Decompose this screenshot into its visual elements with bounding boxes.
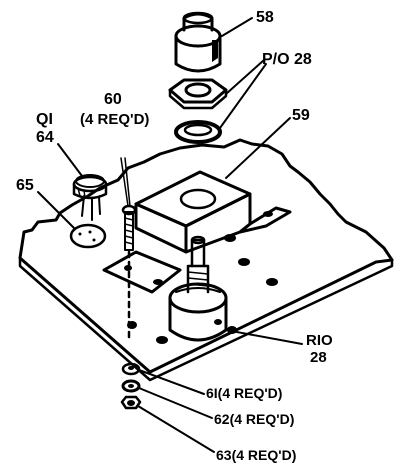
label-p028: P/O 28: [262, 51, 312, 68]
label-61: 6I(4 REQ'D): [206, 385, 282, 401]
label-q1: QI: [36, 111, 53, 128]
label-64: 64: [36, 129, 54, 146]
lock-washer-62: [121, 379, 141, 393]
potentiometer-r10: [168, 235, 228, 342]
leader-r10: [225, 329, 303, 345]
screw-60: [120, 157, 137, 342]
leader-p028-a: [225, 59, 265, 95]
label-28: 28: [310, 349, 327, 366]
label-60: 60: [104, 91, 122, 108]
insulator-pad-65: [69, 223, 107, 249]
leader-65: [37, 191, 75, 229]
board-edge: [18, 256, 394, 382]
label-60-req: (4 REQ'D): [80, 111, 149, 128]
cap-58: [174, 11, 222, 73]
label-r10: RIO: [306, 332, 333, 349]
leader-p028-b: [219, 63, 267, 129]
board-hole: [238, 258, 250, 266]
leader-63: [137, 405, 215, 453]
label-59: 59: [292, 107, 310, 124]
leader-61: [138, 369, 205, 395]
leader-58: [221, 17, 253, 37]
bracket-59: [102, 170, 292, 294]
label-63: 63(4 REQ'D): [216, 447, 296, 463]
washer-61: [121, 362, 141, 376]
board-hole: [156, 336, 168, 344]
transistor-q1: [72, 174, 108, 221]
leader-62: [138, 387, 213, 419]
nut-63: [120, 395, 142, 410]
board-hole: [266, 278, 278, 286]
label-58: 58: [256, 9, 274, 26]
circuit-board: [18, 138, 394, 374]
leader-59: [225, 117, 291, 179]
leader-q1: [57, 143, 83, 177]
hex-nut: [168, 78, 228, 110]
label-62: 62(4 REQ'D): [214, 411, 294, 427]
washer: [174, 120, 222, 144]
label-65: 65: [16, 177, 34, 194]
